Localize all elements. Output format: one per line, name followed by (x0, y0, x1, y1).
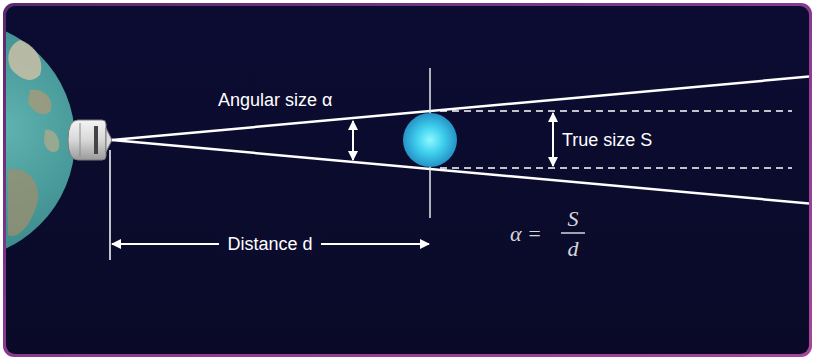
telescope-seam (80, 123, 81, 157)
angular-size-arrow (352, 121, 354, 160)
frame (3, 3, 812, 357)
formula-numerator: S (568, 206, 579, 231)
formula-lhs: α = (510, 221, 542, 246)
distance-label: Distance d (219, 234, 320, 255)
earth-land (8, 169, 38, 236)
space-background (6, 6, 809, 354)
angular-size-label: Angular size α (218, 90, 332, 111)
earth-land (44, 130, 59, 152)
fraction-bar (561, 232, 585, 233)
distance-tick (109, 150, 111, 260)
telescope-nose (106, 128, 112, 152)
sight-line (112, 76, 809, 140)
true-size-label: True size S (562, 130, 652, 151)
telescope (68, 120, 106, 160)
earth-land (8, 40, 41, 80)
extent-line (440, 167, 792, 169)
true-size-arrow (552, 113, 554, 166)
formula-denominator: d (568, 236, 579, 261)
earth-land (28, 90, 51, 114)
earth (6, 20, 75, 260)
extent-line (440, 110, 792, 112)
object-sphere (403, 113, 457, 167)
sight-line (112, 140, 809, 204)
telescope-slit (94, 126, 98, 154)
